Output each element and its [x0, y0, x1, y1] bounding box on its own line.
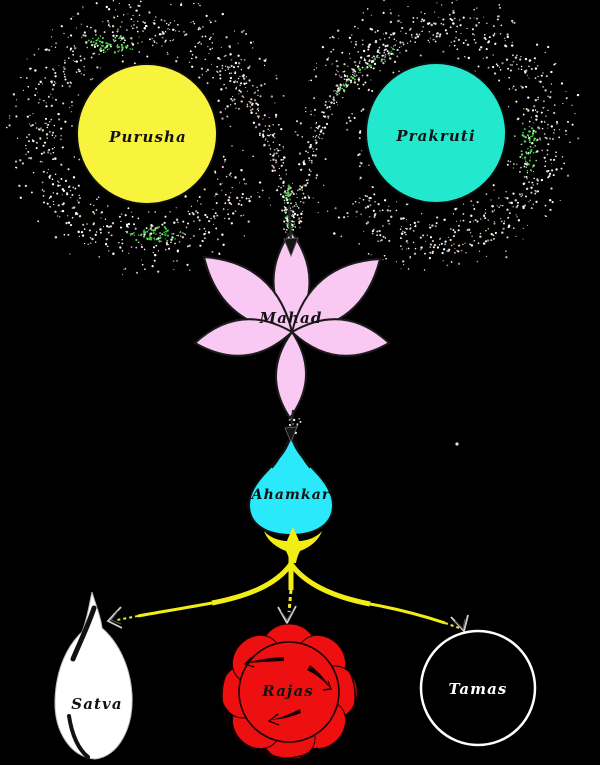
arrow-bird-base [264, 527, 322, 563]
drop-crease-lines [271, 439, 311, 469]
guna-arrows [116, 527, 463, 630]
prakruti-label: Prakruti [395, 127, 476, 145]
cycle-arrow [246, 657, 284, 663]
cycle-arrow [307, 665, 330, 688]
arrowhead-icon [280, 609, 294, 621]
circle-icon [421, 631, 535, 745]
rajas-cycle-arrows [243, 656, 332, 726]
tamas-node: Tamas [419, 629, 537, 747]
rajas-inner-ring [238, 641, 340, 743]
mahad-node: Mahad [193, 229, 391, 420]
confluence-arrow [283, 205, 299, 258]
center-stem-dashed [287, 589, 293, 613]
right-branch-thin [369, 602, 446, 625]
branch-arrowheads [106, 605, 469, 633]
stray-speck [455, 442, 459, 446]
confluence-arrow-shaft [287, 205, 293, 245]
lotus-icon [193, 229, 391, 420]
satva-node: Satva [54, 591, 133, 760]
arrowhead-icon [277, 605, 297, 625]
rajas-orbit-arcs [221, 663, 356, 760]
flame-icon [54, 591, 133, 760]
prakruti-circle [365, 62, 507, 204]
mahad-label: Mahad [259, 309, 323, 327]
prakruti-node: Prakruti [365, 62, 507, 204]
arrowhead-icon [243, 656, 255, 668]
flame-bottom-slit [67, 714, 90, 759]
rajas-node: Rajas [220, 623, 358, 761]
arrowhead-icon [284, 426, 298, 444]
galaxy-starfield [6, 0, 580, 435]
purusha-circle [76, 63, 218, 205]
drop-icon [247, 434, 335, 537]
arrowhead-icon [454, 618, 466, 631]
purusha-label: Purusha [108, 128, 187, 146]
arrowhead-icon [450, 614, 469, 633]
mahad-to-ahamkar-arrow [284, 409, 298, 444]
arrowhead-icon [267, 713, 280, 726]
cycle-arrow [271, 709, 301, 720]
tamas-label: Tamas [449, 680, 508, 698]
rajas-label: Rajas [261, 682, 314, 700]
rajas-center-disc [239, 642, 339, 742]
arrowhead-icon [110, 610, 122, 625]
arrowhead-icon [283, 237, 299, 258]
ahamkar-label: Ahamkar [250, 487, 331, 503]
left-branch [211, 562, 294, 606]
left-branch-thin [137, 601, 213, 618]
flame-inner-slit [70, 605, 97, 662]
tamas-outline [419, 629, 537, 747]
purusha-node: Purusha [76, 63, 218, 205]
satva-label: Satva [71, 695, 122, 713]
arrowhead-icon [322, 680, 332, 691]
right-branch [288, 562, 371, 607]
arrowhead-icon [106, 606, 123, 629]
ahamkar-node: Ahamkar [247, 434, 335, 537]
left-branch-fade [116, 615, 139, 621]
